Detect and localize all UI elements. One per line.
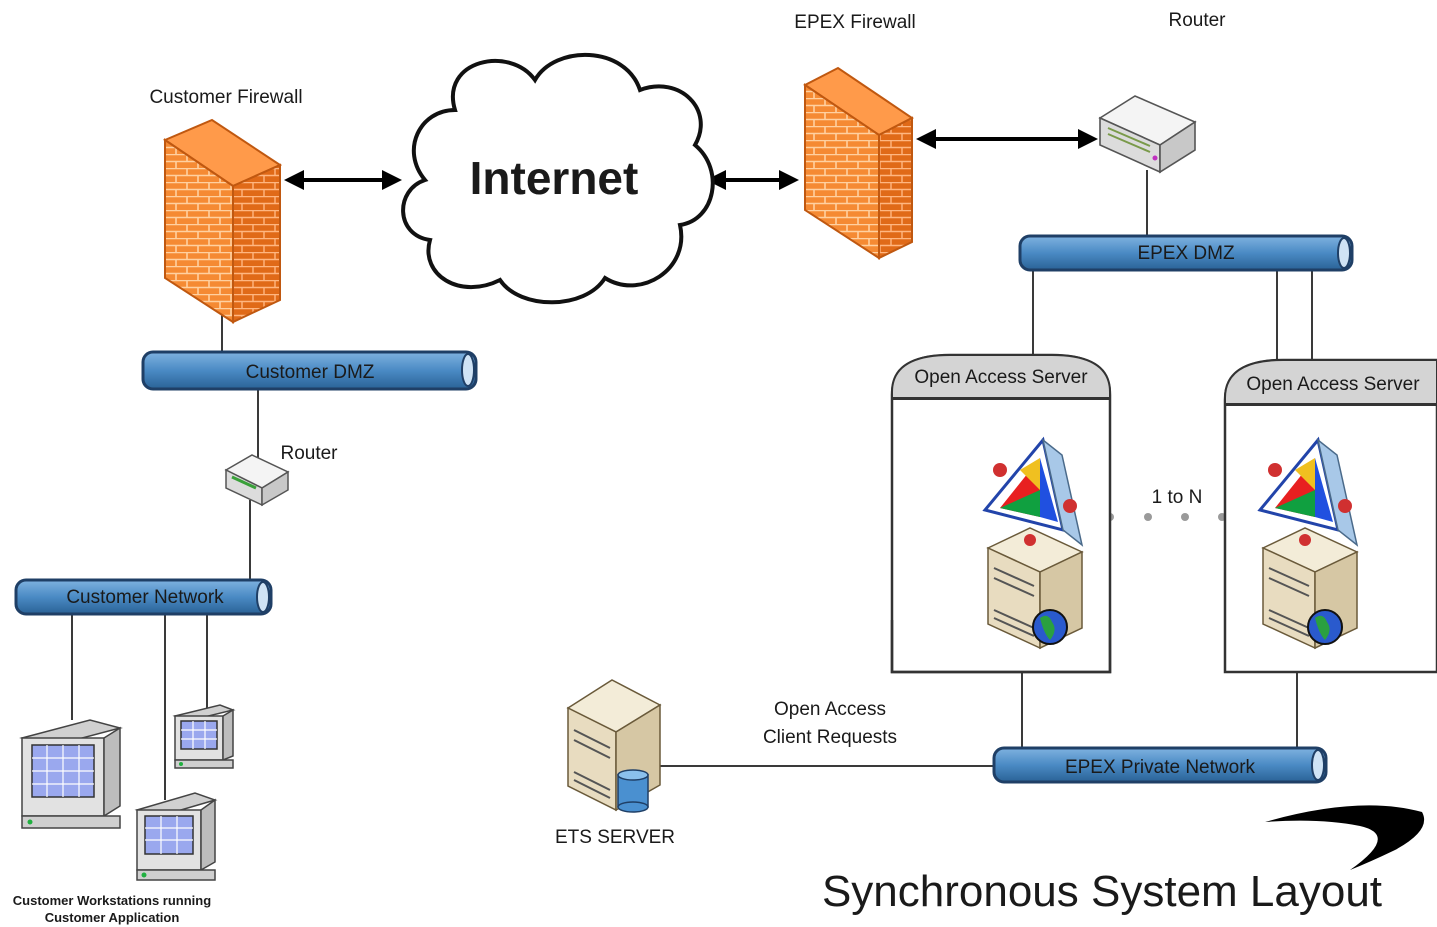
- workstation-3: [172, 704, 236, 769]
- router-led-icon: [1152, 155, 1158, 161]
- customer-network-bus: Customer Network: [14, 578, 273, 616]
- one-to-n-label: 1 to N: [1152, 487, 1203, 508]
- customer-network-label: Customer Network: [66, 587, 224, 608]
- epex-firewall-label: EPEX Firewall: [794, 12, 915, 33]
- customer-dmz-label: Customer DMZ: [246, 362, 375, 383]
- router-top: Router: [1098, 10, 1226, 174]
- epex-private-network-label: EPEX Private Network: [1065, 757, 1256, 778]
- firewall-side-face: [232, 163, 281, 324]
- bidirectional-arrows: [284, 129, 1098, 190]
- keyboard-icon: [174, 759, 234, 769]
- workstations-label-line-2: Customer Application: [45, 910, 180, 925]
- swoosh-logo-icon: [1265, 805, 1425, 870]
- workstation-1: [19, 719, 123, 829]
- ets-server-label: ETS SERVER: [555, 827, 675, 848]
- workstations-label-line-1: Customer Workstations running: [13, 893, 211, 908]
- open-access-server-label: Open Access Server: [1246, 374, 1420, 395]
- internet-label: Internet: [470, 152, 639, 204]
- customer-firewall-label: Customer Firewall: [149, 87, 302, 108]
- customer-dmz-bus: Customer DMZ: [141, 350, 478, 391]
- workstation-2: [134, 792, 218, 881]
- open-access-server-label: Open Access Server: [914, 367, 1088, 388]
- ets-server: ETS SERVER: [555, 679, 675, 848]
- epex-dmz-bus: EPEX DMZ: [1018, 234, 1354, 272]
- open-access-server-1: [982, 436, 1084, 650]
- epex-firewall: EPEX Firewall: [794, 12, 916, 260]
- client-requests-label-line-2: Client Requests: [763, 727, 897, 748]
- client-requests-label-line-1: Open Access: [774, 699, 886, 720]
- keyboard-icon: [136, 869, 216, 881]
- keyboard-icon: [21, 815, 121, 829]
- router-left-label: Router: [280, 443, 338, 464]
- customer-firewall: Customer Firewall: [149, 87, 303, 324]
- database-icon: [617, 769, 649, 813]
- router-left: Router: [224, 443, 338, 507]
- epex-dmz-label: EPEX DMZ: [1137, 243, 1235, 264]
- one-to-n-dots: [1106, 513, 1226, 521]
- epex-private-network-bus: EPEX Private Network: [992, 746, 1328, 784]
- open-access-server-2: [1257, 436, 1359, 650]
- diagram-title: Synchronous System Layout: [822, 867, 1382, 916]
- router-top-label: Router: [1168, 10, 1226, 31]
- firewall-side-face: [878, 116, 913, 260]
- cloud-shape-icon: [401, 52, 715, 305]
- internet-cloud: Internet: [401, 52, 715, 305]
